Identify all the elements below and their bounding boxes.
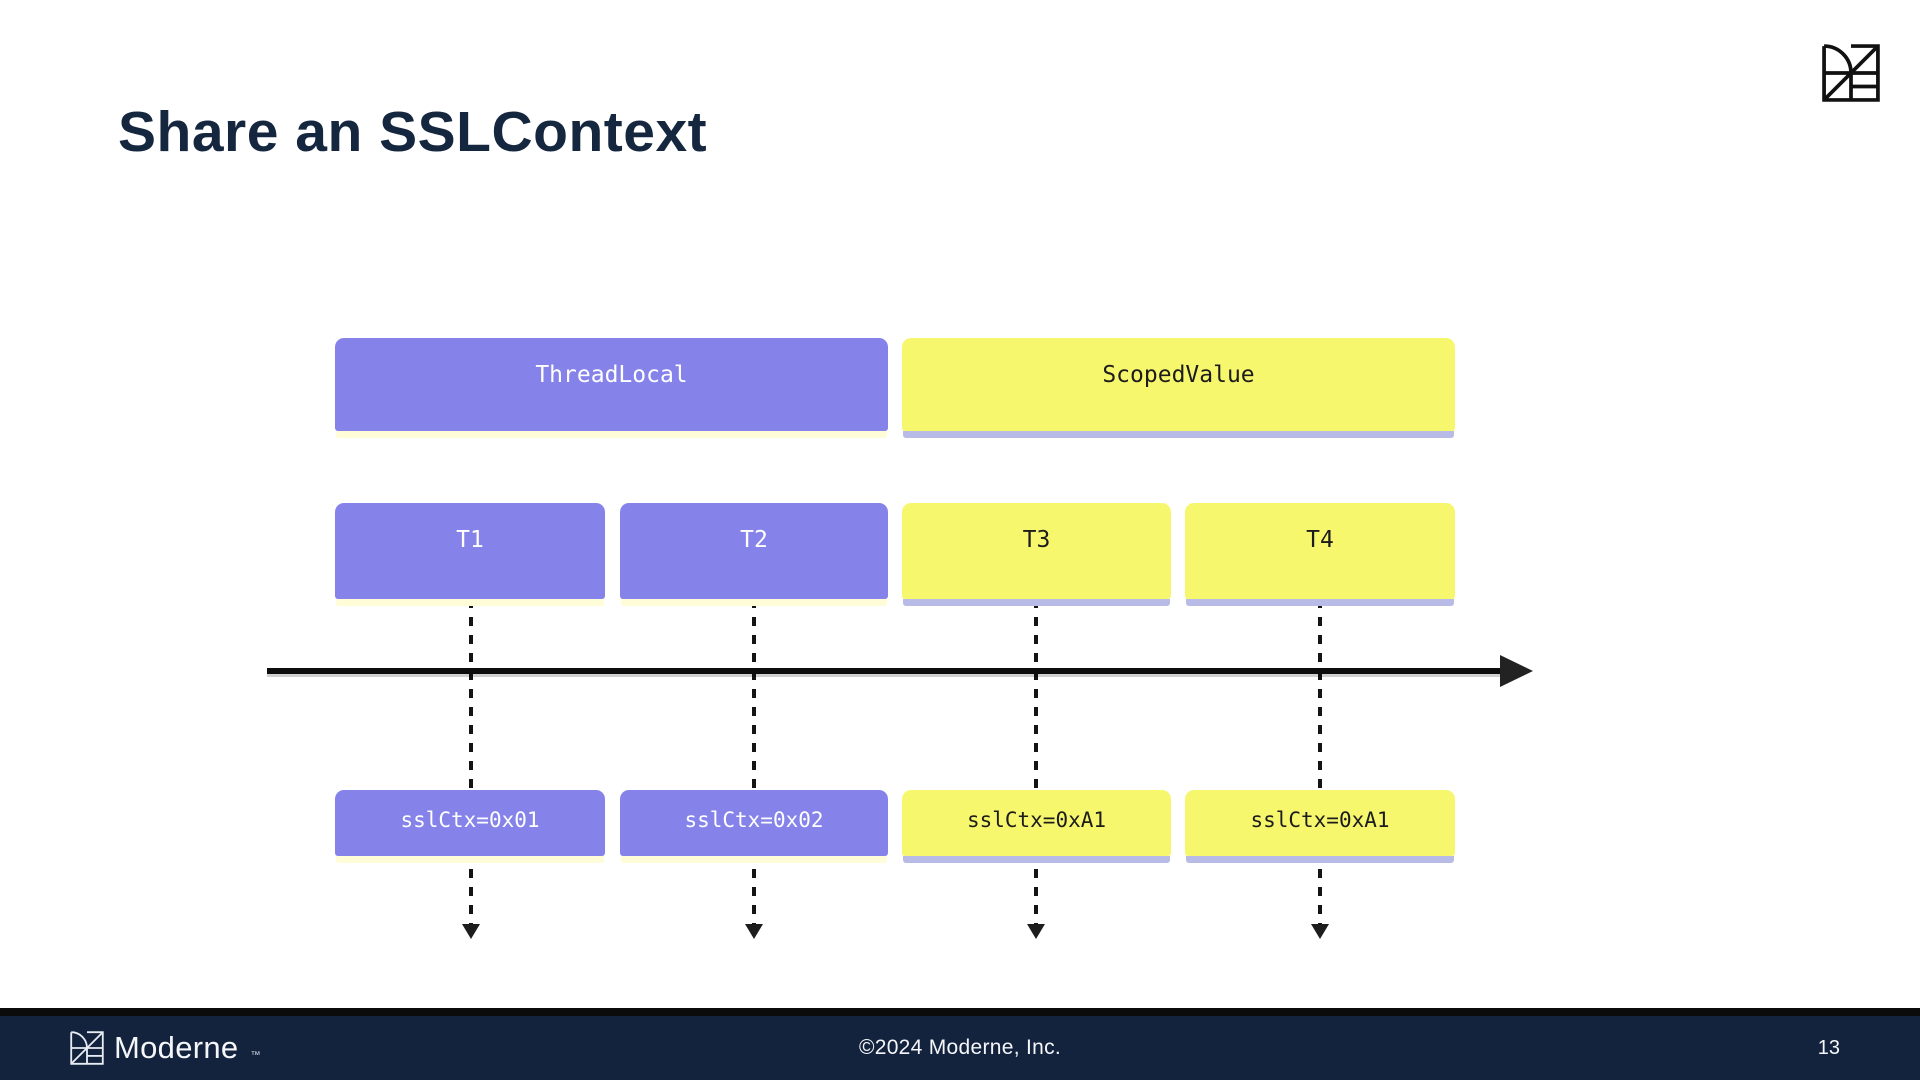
footer-bar: Moderne ™ ©2024 Moderne, Inc. 13 <box>0 1016 1920 1080</box>
threadlocal-header-box: ThreadLocal <box>335 338 888 438</box>
timeline-arrowhead-icon <box>1500 655 1533 687</box>
scopedvalue-label: ScopedValue <box>1102 362 1255 388</box>
sslctx-value-t4: sslCtx=0xA1 <box>1250 808 1390 832</box>
thread-box-t2: T2 <box>620 503 888 606</box>
connector-arrowhead-t4 <box>1311 924 1329 939</box>
sslctx-value-t1: sslCtx=0x01 <box>400 808 540 832</box>
connector-arrowhead-t2 <box>745 924 763 939</box>
timeline-axis <box>267 668 1503 674</box>
connector-arrowhead-t1 <box>462 924 480 939</box>
page-title: Share an SSLContext <box>118 100 708 164</box>
thread-label-t3: T3 <box>1022 527 1051 553</box>
footer-brand: Moderne ™ <box>70 1030 260 1066</box>
moderne-footer-logo-icon <box>70 1031 104 1065</box>
thread-label-t2: T2 <box>740 527 768 553</box>
thread-label-t4: T4 <box>1306 527 1334 553</box>
dashed-connector-t1 <box>469 599 473 926</box>
footer-brand-name: Moderne <box>114 1030 239 1065</box>
sslctx-box-t4: sslCtx=0xA1 <box>1185 790 1455 863</box>
thread-box-t1: T1 <box>335 503 605 606</box>
dashed-connector-t3 <box>1034 599 1038 926</box>
sslctx-box-t2: sslCtx=0x02 <box>620 790 888 863</box>
footer-trademark: ™ <box>250 1050 261 1061</box>
sslctx-value-t2: sslCtx=0x02 <box>684 808 824 832</box>
sslctx-box-t3: sslCtx=0xA1 <box>902 790 1171 863</box>
footer-copyright: ©2024 Moderne, Inc. <box>858 1036 1062 1059</box>
thread-box-t3: T3 <box>902 503 1171 606</box>
moderne-logo-icon <box>1822 44 1880 102</box>
footer-top-divider <box>0 1008 1920 1016</box>
dashed-connector-t2 <box>752 599 756 926</box>
thread-label-t1: T1 <box>456 527 484 553</box>
scopedvalue-header-box: ScopedValue <box>902 338 1455 438</box>
threadlocal-label: ThreadLocal <box>535 362 688 388</box>
thread-box-t4: T4 <box>1185 503 1455 606</box>
connector-arrowhead-t3 <box>1027 924 1045 939</box>
sslctx-value-t3: sslCtx=0xA1 <box>966 808 1107 832</box>
page-number: 13 <box>1817 1036 1840 1059</box>
sslctx-box-t1: sslCtx=0x01 <box>335 790 605 863</box>
dashed-connector-t4 <box>1318 599 1322 926</box>
